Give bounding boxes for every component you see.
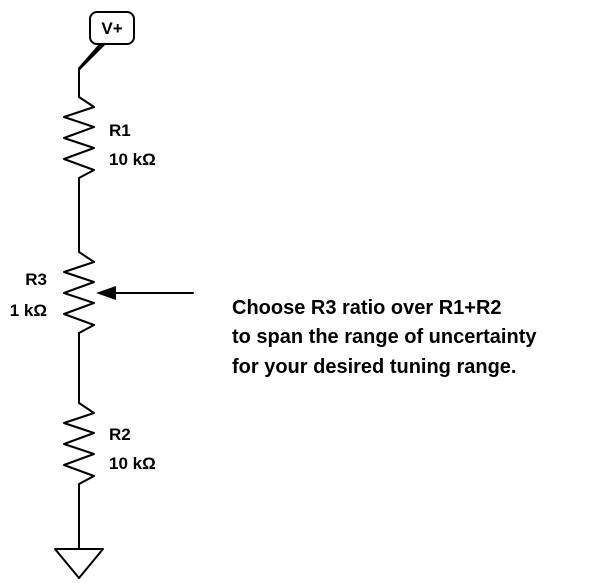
wiper-arrowhead	[96, 286, 116, 300]
annotation-line-1: Choose R3 ratio over R1+R2	[232, 297, 502, 319]
r3-name-label: R3	[25, 270, 47, 289]
ground-icon	[54, 548, 104, 579]
supply-terminal-box	[89, 11, 135, 45]
r1-value-label: 10 kΩ	[109, 150, 156, 169]
r3-value-label: 1 kΩ	[10, 301, 47, 320]
annotation-line-2: to span the range of uncertainty	[232, 326, 537, 348]
supply-lead	[78, 44, 106, 70]
r2-value-label: 10 kΩ	[109, 454, 156, 473]
r2-name-label: R2	[109, 425, 131, 444]
resistor-r3	[63, 251, 95, 334]
r1-name-label: R1	[109, 121, 131, 140]
supply-terminal: V+	[78, 11, 135, 70]
annotation-line-3: for your desired tuning range.	[232, 356, 516, 378]
resistor-r1	[63, 96, 95, 179]
supply-label: V+	[101, 19, 122, 38]
resistor-r2	[63, 402, 95, 485]
